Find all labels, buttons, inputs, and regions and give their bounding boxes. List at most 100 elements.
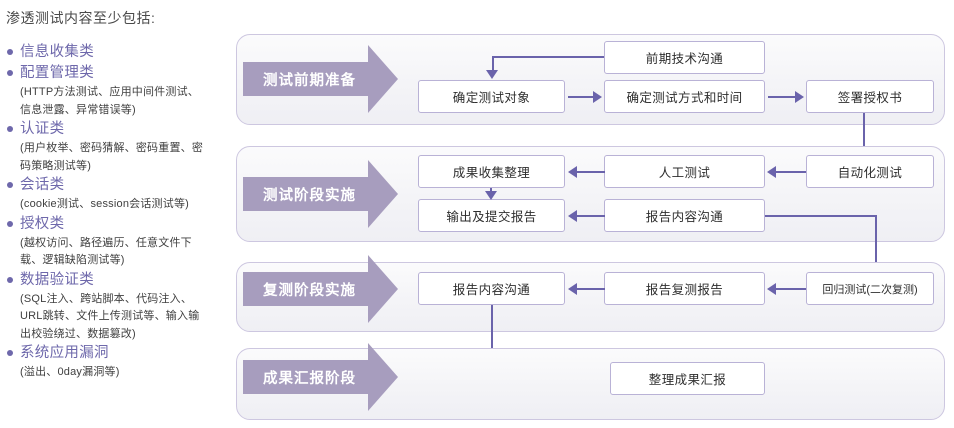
list-item-detail: 码策略测试等) [20,159,92,172]
node-sign-auth[interactable]: 签署授权书 [806,80,934,113]
connector-line [863,113,865,149]
node-label: 报告内容沟通 [452,283,531,297]
stage-banner-bar: 测试前期准备 [243,62,368,96]
list-item: 认证类 (用户枚举、密码猜解、密码重置、密 码策略测试等) [0,119,232,175]
connector-arrowhead-right-icon [795,90,804,103]
connector-arrowhead-left-icon [767,282,776,295]
node-manual-test[interactable]: 人工测试 [604,155,765,188]
connector-line [577,287,605,290]
node-report-comm-retest[interactable]: 报告内容沟通 [418,272,565,305]
list-item: 数据验证类 (SQL注入、跨站脚本、代码注入、 URL跳转、文件上传测试等、输入… [0,270,232,344]
page-title: 渗透测试内容至少包括: [6,10,156,26]
list-item-detail: 信息泄露、异常错误等) [20,103,136,116]
node-label: 自动化测试 [837,166,903,180]
connector-line [492,56,494,72]
connector-line [776,170,806,173]
connector-line [875,214,877,266]
connector-arrowhead-left-icon [568,209,577,222]
connector-arrowhead-left-icon [568,282,577,295]
stage-banner-arrow-icon [368,255,398,323]
stage-banner-arrow-icon [368,160,398,228]
stage-banner-label: 成果汇报阶段 [263,370,356,387]
list-item-title: 授权类 [20,215,65,232]
node-label: 回归测试(二次复测) [822,283,918,296]
list-item: 授权类 (越权访问、路径遍历、任意文件下 载、逻辑缺陷测试等) [0,214,232,270]
node-label: 签署授权书 [837,91,903,105]
list-item-title: 会话类 [20,177,65,193]
list-item-detail: 载、逻辑缺陷测试等) [20,254,125,266]
connector-line [492,56,604,58]
list-item-detail: 出校验绕过、数据篡改) [20,327,136,340]
penetration-test-process-flowchart: 测试前期准备 前期技术沟通 确定测试对象 确定测试方式和时间 签署授权书 测试阶… [236,0,954,428]
node-label: 确定测试方式和时间 [626,91,743,105]
node-pre-tech-comm[interactable]: 前期技术沟通 [604,41,765,74]
list-item-detail: (用户枚举、密码猜解、密码重置、密 [20,142,204,154]
node-output-report[interactable]: 输出及提交报告 [418,199,565,232]
node-auto-test[interactable]: 自动化测试 [806,155,934,188]
connector-line [577,214,605,217]
stage-banner-execution: 测试阶段实施 [243,160,398,228]
connector-line [776,287,806,290]
node-label: 报告复测报告 [645,283,724,297]
connector-arrowhead-left-icon [767,165,776,178]
stage-banner-label: 复测阶段实施 [263,282,356,299]
bullet-dot-icon [7,70,13,76]
node-label: 前期技术沟通 [645,52,724,66]
node-define-target[interactable]: 确定测试对象 [418,80,565,113]
list-item: 配置管理类 (HTTP方法测试、应用中间件测试、 信息泄露、异常错误等) [0,63,232,119]
bullet-dot-icon [7,350,13,356]
bullet-dot-icon [7,276,13,283]
stage-banner-preparation: 测试前期准备 [243,45,398,113]
list-item: 会话类 (cookie测试、session会话测试等) [0,175,232,214]
node-retest-report[interactable]: 报告复测报告 [604,272,765,305]
list-item-detail: (溢出、0day漏洞等) [20,366,120,378]
list-item-detail: (HTTP方法测试、应用中间件测试、 [20,86,199,98]
connector-line [568,95,595,98]
connector-arrowhead-down-icon [485,191,497,200]
node-collect-result[interactable]: 成果收集整理 [418,155,565,188]
node-label: 报告内容沟通 [645,210,724,224]
node-define-method[interactable]: 确定测试方式和时间 [604,80,765,113]
list-item-detail: (SQL注入、跨站脚本、代码注入、 [20,292,193,305]
stage-banner-label: 测试阶段实施 [263,187,356,204]
node-label: 输出及提交报告 [446,210,537,224]
stage-banner-bar: 测试阶段实施 [243,177,368,211]
node-regression-test[interactable]: 回归测试(二次复测) [806,272,934,305]
penetration-test-scope-panel: 渗透测试内容至少包括: 信息收集类 配置管理类 (HTTP方法测试、应用中间件测… [0,0,236,428]
stage-banner-label: 测试前期准备 [263,72,356,89]
bullet-dot-icon [7,49,13,55]
stage-banner-bar: 复测阶段实施 [243,272,368,306]
connector-line [765,214,877,217]
list-item-detail: (cookie测试、session会话测试等) [20,198,190,210]
node-label: 人工测试 [658,166,711,180]
node-label: 确定测试对象 [452,91,531,105]
stage-banner-summary: 成果汇报阶段 [243,343,398,411]
node-summary-report[interactable]: 整理成果汇报 [610,362,765,395]
stage-banner-retest: 复测阶段实施 [243,255,398,323]
list-item-title: 信息收集类 [20,44,94,60]
stage-banner-bar: 成果汇报阶段 [243,360,368,394]
connector-line [491,305,493,381]
connector-arrowhead-left-icon [568,165,577,178]
list-item-detail: (越权访问、路径遍历、任意文件下 [20,236,192,249]
list-item-title: 数据验证类 [20,271,94,288]
list-item-title: 认证类 [20,121,65,137]
bullet-dot-icon [7,220,13,227]
list-item-detail: URL跳转、文件上传测试等、输入输 [20,310,200,322]
connector-arrowhead-down-icon [486,70,498,79]
scope-bullet-list: 信息收集类 配置管理类 (HTTP方法测试、应用中间件测试、 信息泄露、异常错误… [0,42,232,382]
node-report-comm-execution[interactable]: 报告内容沟通 [604,199,765,232]
stage-banner-arrow-icon [368,45,398,113]
list-item: 信息收集类 [0,42,232,63]
connector-line [768,95,797,98]
list-item-title: 配置管理类 [20,65,94,81]
bullet-dot-icon [7,126,13,132]
node-label: 整理成果汇报 [648,373,727,387]
list-item-title: 系统应用漏洞 [20,345,109,361]
node-label: 成果收集整理 [452,166,531,180]
bullet-dot-icon [7,182,13,188]
list-item: 系统应用漏洞 (溢出、0day漏洞等) [0,343,232,382]
connector-arrowhead-right-icon [593,90,602,103]
connector-line [577,170,605,173]
stage-banner-arrow-icon [368,343,398,411]
